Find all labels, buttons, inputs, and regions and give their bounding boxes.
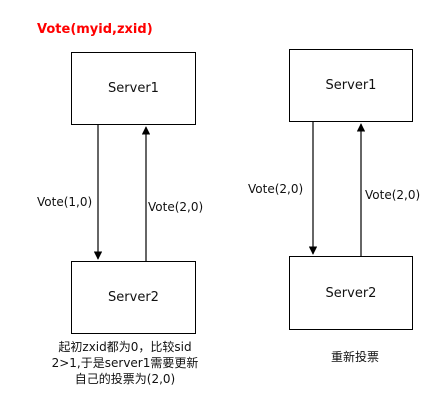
right-server2-label: Server2 <box>325 285 377 301</box>
left-note-line: 起初zxid都为0，比较sid <box>58 340 192 354</box>
left-down-vote-label: Vote(1,0) <box>37 195 93 209</box>
right-server2-box: Server2 <box>289 256 413 330</box>
left-server2-box: Server2 <box>71 261 196 334</box>
right-server1-label: Server1 <box>325 78 377 93</box>
left-note-line: 自己的投票为(2,0) <box>74 372 176 386</box>
left-note: 起初zxid都为0，比较sid 2>1,于是server1需要更新 自己的投票为… <box>25 339 225 387</box>
right-note: 重新投票 <box>330 350 379 364</box>
right-down-vote-label: Vote(2,0) <box>248 182 304 196</box>
left-server2-label: Server2 <box>108 290 159 305</box>
diagram-title: Vote(myid,zxid) <box>37 22 153 37</box>
left-server1-label: Server1 <box>108 81 159 96</box>
right-up-vote-label: Vote(2,0) <box>365 188 421 202</box>
left-server1-box: Server1 <box>71 52 196 125</box>
left-note-line: 2>1,于是server1需要更新 <box>51 356 199 370</box>
left-up-vote-label: Vote(2,0) <box>148 200 204 214</box>
right-server1-box: Server1 <box>289 49 413 122</box>
